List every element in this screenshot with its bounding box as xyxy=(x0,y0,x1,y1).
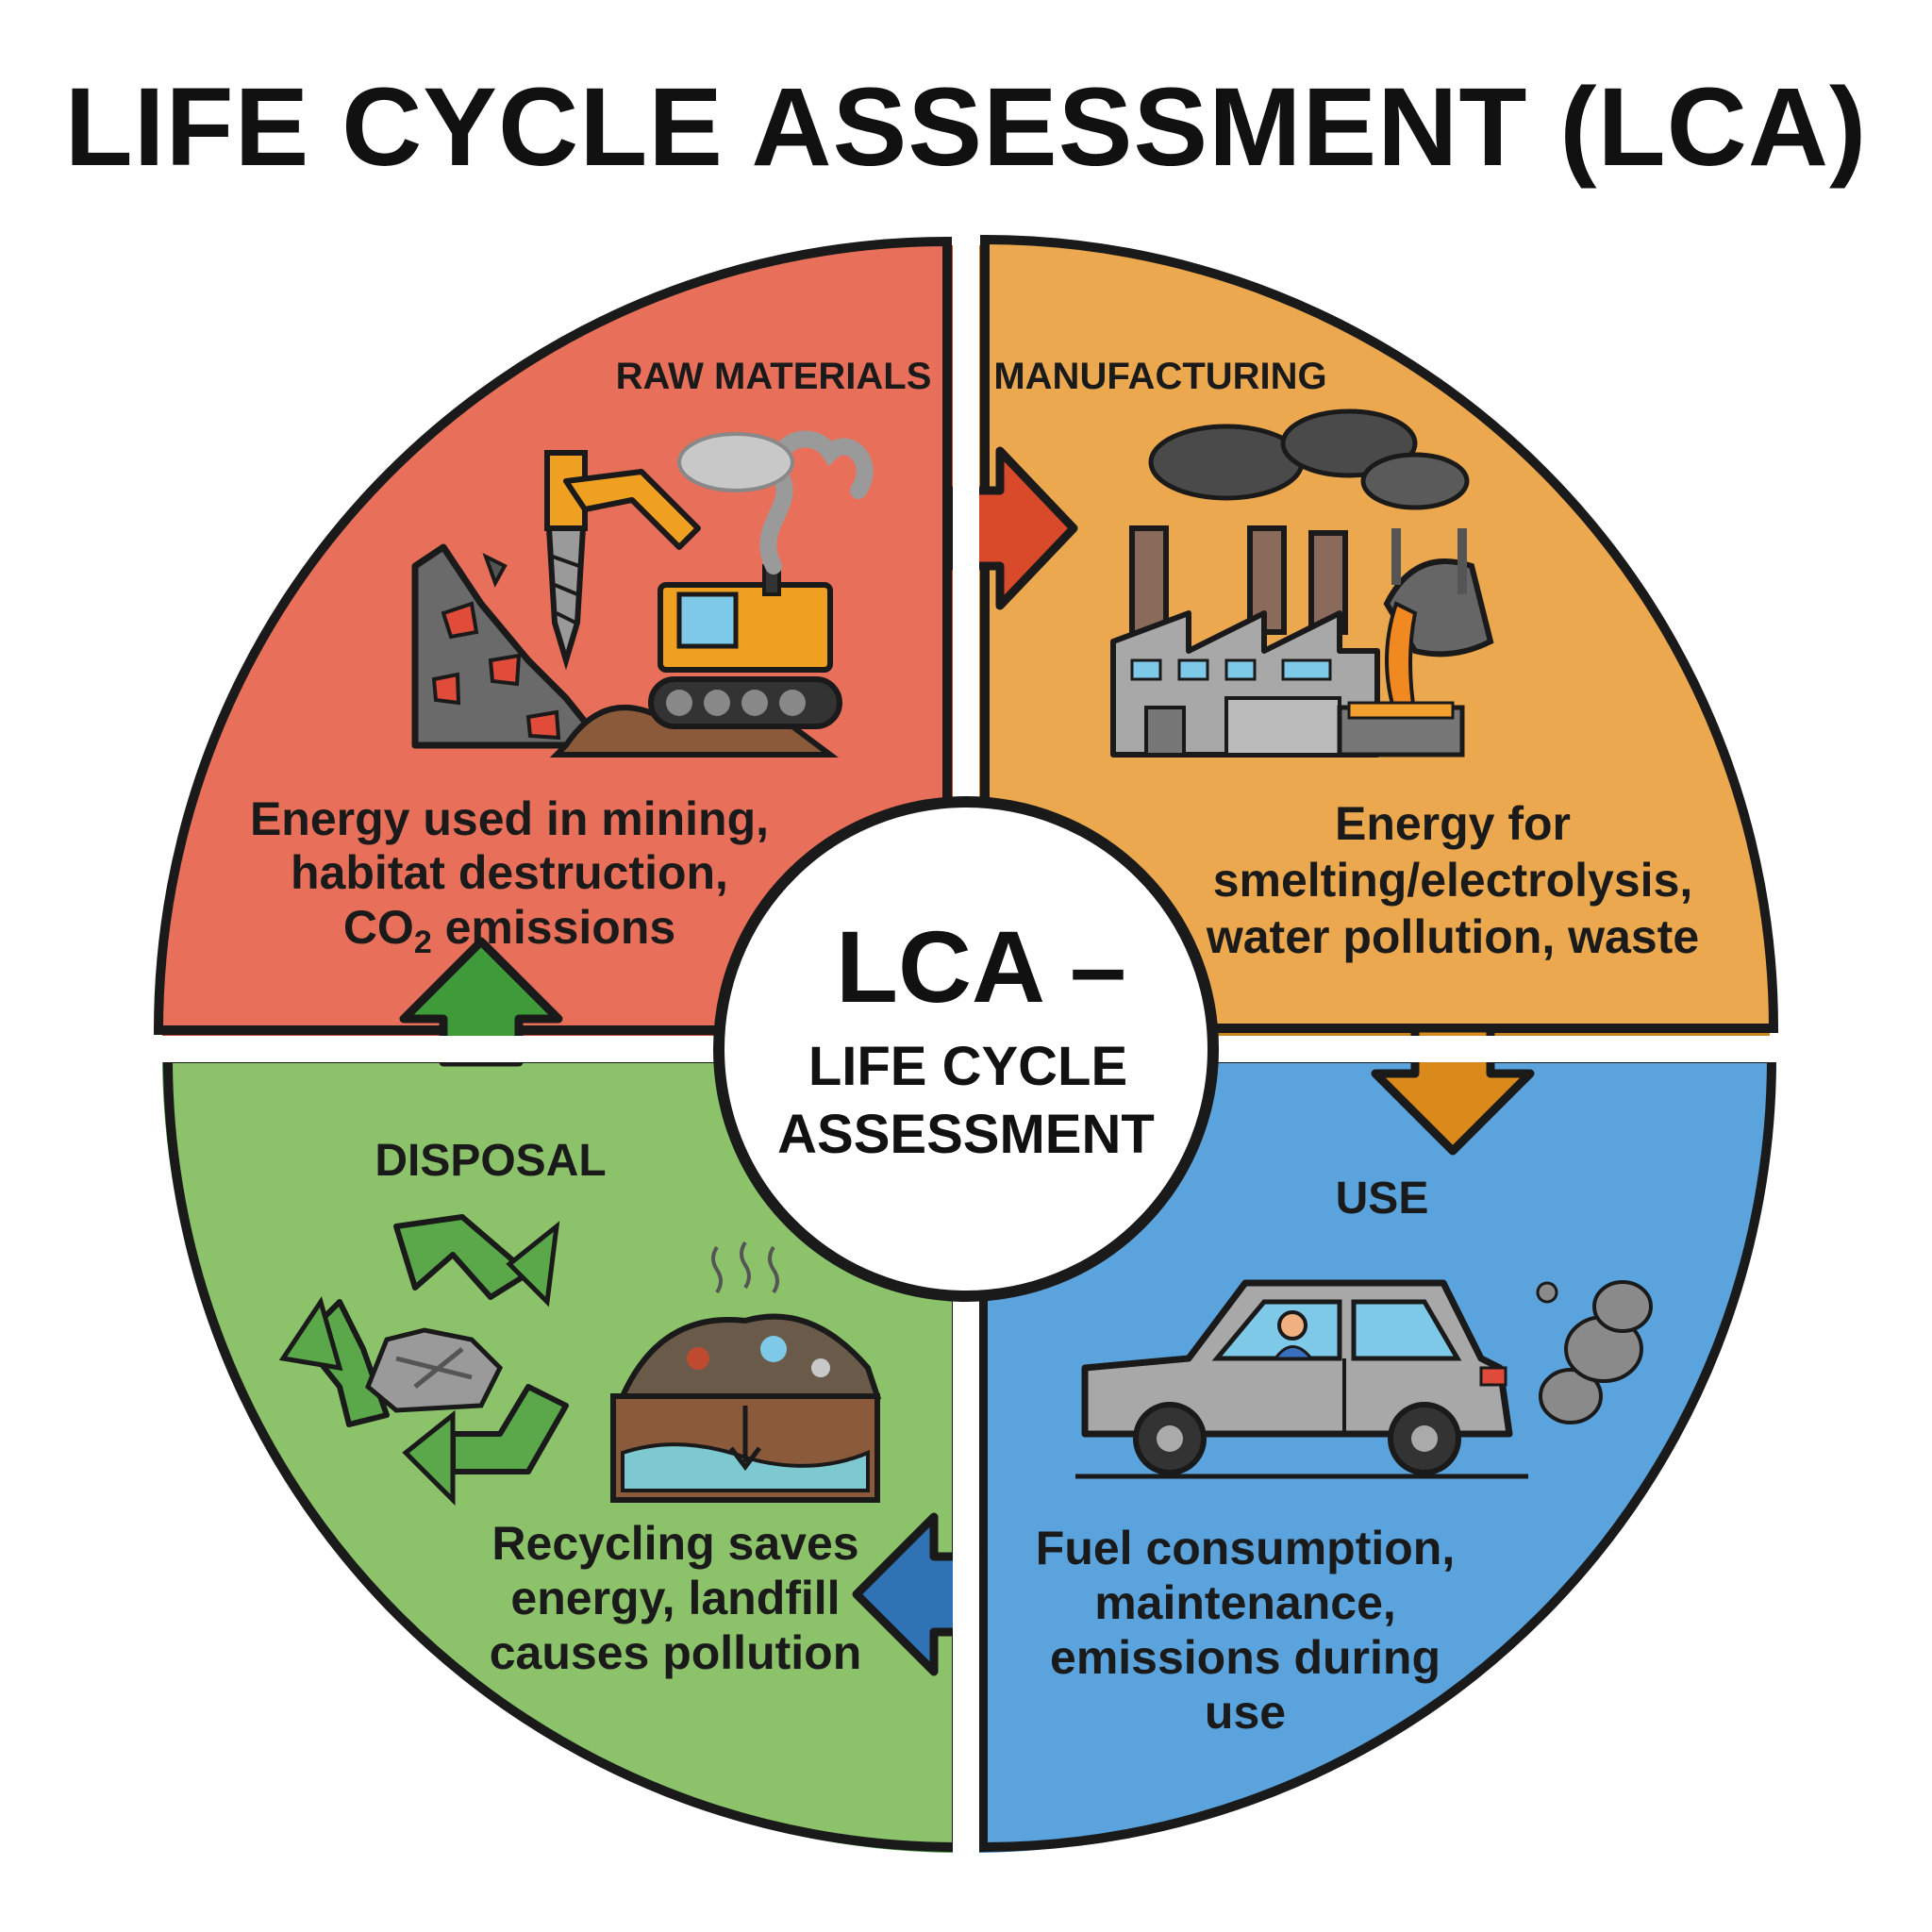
center-hub: LCA – LIFE CYCLE ASSESSMENT xyxy=(713,796,1219,1302)
manufacturing-desc-3: water pollution, waste xyxy=(1206,910,1699,963)
stage-label-disposal: DISPOSAL xyxy=(375,1136,606,1186)
manufacturing-desc-1: Energy for xyxy=(1335,797,1571,850)
raw-materials-desc-3: CO2 emissions xyxy=(343,901,675,960)
factory-smelting-icon xyxy=(1110,408,1494,758)
disposal-desc-1: Recycling saves xyxy=(491,1517,858,1570)
recycling-landfill-icon xyxy=(278,1214,882,1507)
hub-line2: LIFE CYCLE xyxy=(808,1036,1127,1097)
car-exhaust-icon xyxy=(1075,1279,1653,1479)
hub-line1: LCA – xyxy=(836,909,1126,1024)
stage-label-raw-materials: RAW MATERIALS xyxy=(616,356,932,397)
use-desc-4: use xyxy=(1205,1686,1286,1739)
stage-label-manufacturing: MANUFACTURING xyxy=(993,356,1326,397)
stage-label-use: USE xyxy=(1336,1174,1429,1224)
hub-line3: ASSESSMENT xyxy=(777,1104,1155,1165)
manufacturing-desc-2: smelting/electrolysis, xyxy=(1213,854,1693,907)
page-title: LIFE CYCLE ASSESSMENT (LCA) xyxy=(65,65,1868,190)
use-desc-3: emissions during xyxy=(1050,1631,1441,1684)
disposal-desc-2: energy, landfill xyxy=(510,1572,840,1624)
raw-materials-desc-1: Energy used in mining, xyxy=(250,792,769,845)
use-desc-1: Fuel consumption, xyxy=(1036,1522,1455,1574)
raw-materials-desc-2: habitat destruction, xyxy=(291,846,728,899)
quadrant-disposal xyxy=(162,1054,961,1853)
use-desc-2: maintenance, xyxy=(1094,1576,1396,1629)
quadrant-use xyxy=(978,1054,1777,1853)
disposal-desc-3: causes pollution xyxy=(490,1626,862,1679)
mining-excavator-icon xyxy=(411,430,874,758)
